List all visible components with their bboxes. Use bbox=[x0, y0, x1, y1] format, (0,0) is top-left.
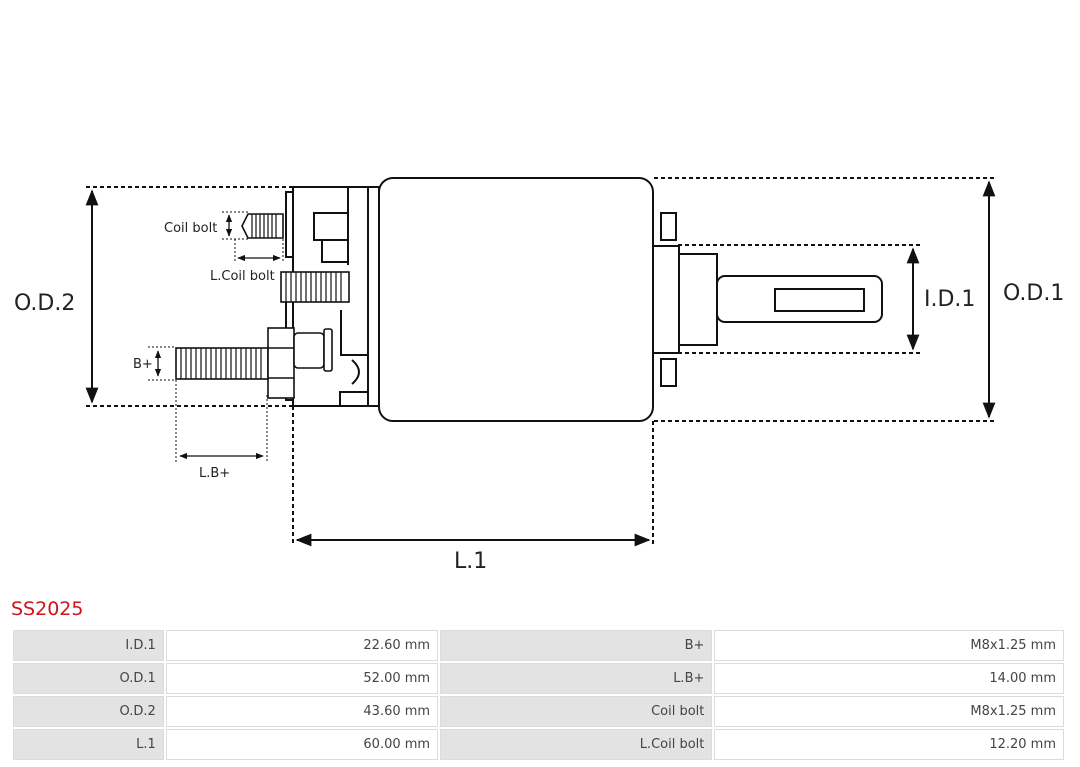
small-extension-lines bbox=[148, 211, 284, 462]
middle-terminal bbox=[280, 271, 350, 303]
l1-label: L.1 bbox=[454, 549, 487, 574]
id1-label: I.D.1 bbox=[924, 287, 975, 312]
spec-value: 22.60 mm bbox=[165, 630, 439, 661]
specs-table: I.D.1 22.60 mm B+ M8x1.25 mm O.D.1 52.00… bbox=[11, 628, 1066, 762]
spec-value: 52.00 mm bbox=[165, 663, 439, 694]
spec-key: O.D.2 bbox=[13, 696, 164, 727]
l-bplus-label: L.B+ bbox=[199, 466, 230, 481]
spec-value: 14.00 mm bbox=[714, 663, 1064, 694]
dimension-arrows bbox=[85, 180, 996, 547]
od2-label: O.D.2 bbox=[14, 291, 75, 316]
spec-key: L.1 bbox=[13, 729, 164, 760]
plunger bbox=[652, 212, 883, 387]
coil-bolt bbox=[241, 213, 284, 239]
table-row: I.D.1 22.60 mm B+ M8x1.25 mm bbox=[13, 630, 1064, 661]
coil-bolt-label: Coil bolt bbox=[164, 221, 217, 236]
diagram-labels: O.D.2 O.D.1 I.D.1 L.1 Coil bolt L.Coil b… bbox=[14, 221, 1064, 574]
spec-key: L.B+ bbox=[440, 663, 713, 694]
solenoid-diagram: O.D.2 O.D.1 I.D.1 L.1 Coil bolt L.Coil b… bbox=[14, 177, 1064, 574]
spec-value: M8x1.25 mm bbox=[714, 696, 1064, 727]
spec-value: 12.20 mm bbox=[714, 729, 1064, 760]
table-row: O.D.1 52.00 mm L.B+ 14.00 mm bbox=[13, 663, 1064, 694]
spec-value: 60.00 mm bbox=[165, 729, 439, 760]
extension-lines bbox=[86, 177, 994, 546]
spec-key: I.D.1 bbox=[13, 630, 164, 661]
spec-key: O.D.1 bbox=[13, 663, 164, 694]
main-housing bbox=[378, 177, 654, 422]
bplus-label: B+ bbox=[133, 357, 153, 372]
small-dimension-arrows bbox=[154, 214, 281, 460]
spec-value: 43.60 mm bbox=[165, 696, 439, 727]
l-coil-bolt-label: L.Coil bolt bbox=[210, 269, 275, 284]
spec-key: Coil bolt bbox=[440, 696, 713, 727]
bplus-bolt bbox=[175, 327, 333, 399]
table-row: O.D.2 43.60 mm Coil bolt M8x1.25 mm bbox=[13, 696, 1064, 727]
table-row: L.1 60.00 mm L.Coil bolt 12.20 mm bbox=[13, 729, 1064, 760]
part-code: SS2025 bbox=[11, 598, 84, 620]
spec-key: B+ bbox=[440, 630, 713, 661]
od1-label: O.D.1 bbox=[1003, 281, 1064, 306]
bplus-nut bbox=[267, 327, 295, 399]
spec-value: M8x1.25 mm bbox=[714, 630, 1064, 661]
spec-key: L.Coil bolt bbox=[440, 729, 713, 760]
